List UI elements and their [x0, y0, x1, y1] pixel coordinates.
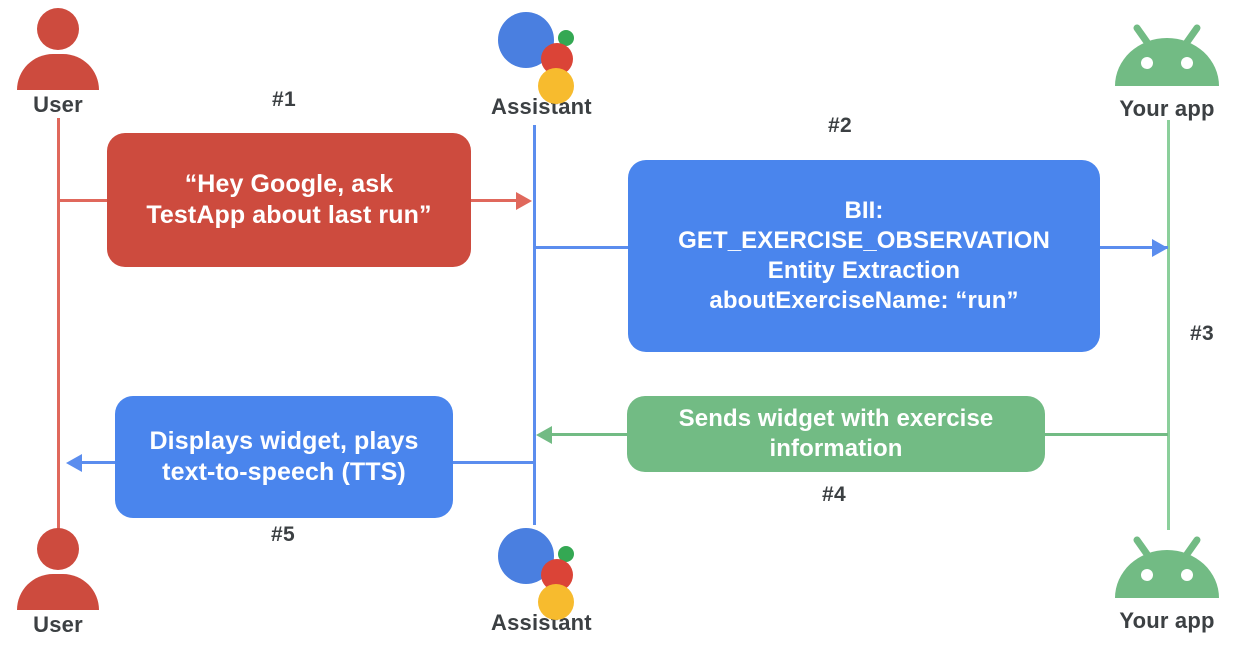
- lifeline-your-app: [1167, 120, 1170, 530]
- message-line: text-to-speech (TTS): [162, 458, 406, 486]
- arrowhead-assistant-to-app: [1152, 239, 1168, 257]
- user-person-icon: [17, 528, 99, 610]
- android-robot-icon: [1111, 16, 1223, 94]
- google-assistant-icon: [498, 8, 584, 104]
- step-number-4: #4: [822, 483, 846, 506]
- message-line: information: [769, 435, 903, 462]
- lifeline-user: [57, 118, 60, 538]
- message-line: GET_EXERCISE_OBSERVATION: [678, 226, 1050, 254]
- actor-your-app-bottom: Your app: [1111, 528, 1223, 632]
- actor-label-assistant-bottom: Assistant: [491, 610, 592, 635]
- actor-label-assistant-top: Assistant: [491, 94, 592, 119]
- actor-assistant-top: Assistant: [491, 8, 592, 118]
- lifeline-assistant: [533, 125, 536, 525]
- actor-label-user-bottom: User: [33, 612, 83, 637]
- user-person-icon: [17, 8, 99, 90]
- step-number-2: #2: [828, 114, 852, 137]
- step-number-3: #3: [1190, 322, 1214, 345]
- message-line: Entity Extraction: [767, 257, 961, 284]
- google-assistant-icon: [498, 524, 584, 620]
- message-line: Displays widget, plays: [149, 426, 419, 455]
- message-line: “Hey Google, ask: [184, 169, 394, 198]
- actor-label-your-app-top: Your app: [1119, 96, 1215, 121]
- message-line: TestApp about last run”: [146, 201, 432, 229]
- android-robot-icon: [1111, 528, 1223, 606]
- step-number-5: #5: [271, 523, 295, 546]
- message-line: aboutExerciseName: “run”: [709, 287, 1019, 315]
- message-box-step-4[interactable]: Sends widget with exercise information: [627, 396, 1045, 472]
- arrowhead-user-to-assistant: [516, 192, 532, 210]
- arrowhead-app-to-assistant: [536, 426, 552, 444]
- message-line: BII:: [844, 196, 884, 224]
- actor-assistant-bottom: Assistant: [491, 524, 592, 634]
- actor-user-bottom: User: [17, 528, 99, 636]
- message-box-step-1[interactable]: “Hey Google, ask TestApp about last run”: [107, 133, 471, 267]
- message-box-step-2[interactable]: BII: GET_EXERCISE_OBSERVATION Entity Ext…: [628, 160, 1100, 352]
- message-box-step-5[interactable]: Displays widget, plays text-to-speech (T…: [115, 396, 453, 518]
- actor-label-your-app-bottom: Your app: [1119, 608, 1215, 633]
- actor-your-app-top: Your app: [1111, 16, 1223, 120]
- actor-label-user-top: User: [33, 92, 83, 117]
- actor-user-top: User: [17, 8, 99, 116]
- step-number-1: #1: [272, 88, 296, 111]
- arrowhead-assistant-to-user: [66, 454, 82, 472]
- message-line: Sends widget with exercise: [678, 404, 994, 432]
